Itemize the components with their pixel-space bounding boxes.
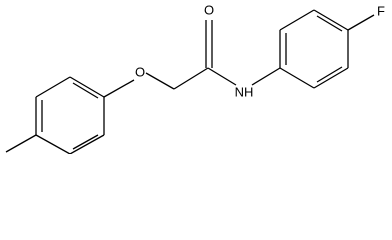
ring2-bond-3 [313,9,349,31]
ring2-inner-bond-2 [316,15,343,32]
atom-oxygen-ether: O [135,65,145,80]
fluorophenyl-ring [279,9,349,89]
ring1-bond-6 [35,134,71,154]
bond-ring1-oxygen [103,79,135,98]
bond-oxygen-ch2 [145,72,175,90]
ring2-bond-5 [313,67,349,89]
molecule-structure: O O NH F [5,3,385,154]
atom-amide-nh: NH [235,85,254,100]
ring1-inner-bond-2 [72,82,99,99]
bond-nh-ring2 [251,67,281,86]
ring2-inner-bond-3 [316,66,343,83]
atom-oxygen-carbonyl: O [204,3,214,18]
bond-carbonyl-nh [207,67,237,86]
bond-methyl [5,134,37,153]
ring1-bond-5 [69,134,105,154]
bond-ch2-carbonyl [173,67,209,90]
ring1-inner-bond-3 [72,134,99,150]
ring2-bond-2 [279,9,315,31]
ring2-bond-6 [279,67,315,89]
atom-fluorine: F [377,4,385,19]
ring1-bond-3 [69,76,105,98]
tolyl-ring [35,76,105,154]
ring1-bond-2 [35,76,71,98]
bond-ring2-fluorine [347,14,375,31]
